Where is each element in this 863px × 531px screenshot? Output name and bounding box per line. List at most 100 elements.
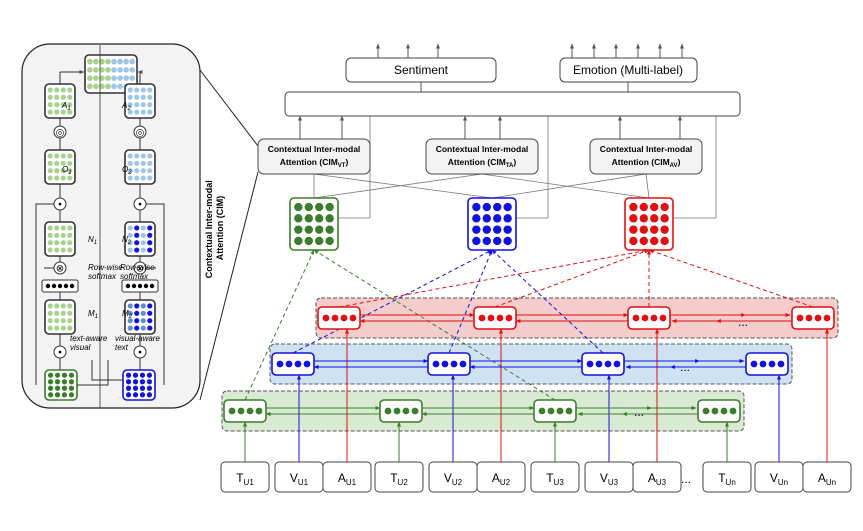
a2-matrix-dot (134, 87, 140, 93)
input-token-box (322, 461, 372, 493)
m2-matrix-dot (147, 325, 153, 331)
matrix-to-cim-line (645, 173, 650, 199)
text-band-cell-dot (702, 407, 710, 415)
text-band-cell-dot (228, 407, 236, 415)
text-matrix-dot (304, 202, 313, 212)
vector-dot (143, 283, 149, 289)
m2-matrix-dot (127, 318, 133, 324)
o2-matrix-dot (147, 168, 153, 174)
visual-band-cell-dot (441, 360, 449, 368)
text-band-lstm-cell (697, 399, 741, 423)
n2-matrix-dot (147, 232, 153, 238)
visual-matrix-dot (503, 214, 512, 223)
cim-detail-panel: ◎◎••⊗⊗•• A1 A2 O1 O2 N1 N2 M1 M2 Row-wis… (21, 43, 201, 409)
input-token-label: TUn (718, 471, 736, 487)
a2-matrix-dot (134, 94, 140, 100)
text-input-matrix-dot (47, 379, 54, 385)
sentiment-box (345, 57, 497, 83)
input-token-label: VU2 (444, 471, 463, 487)
emotion-label: Emotion (Multi-label) (573, 63, 683, 77)
a1-label: A1 (61, 101, 71, 112)
visual-band-cell-dot (759, 360, 767, 368)
gating-op-right-symbol: ◎ (136, 128, 145, 139)
cim-vt-box: Contextual Inter-modal Attention (CIMVT) (257, 138, 371, 175)
m2-matrix-dot (127, 303, 133, 309)
input-token-box (584, 461, 634, 493)
visual-matrix-dot (472, 225, 481, 234)
input-token-label: TU2 (390, 471, 408, 487)
visual-input-matrix-dot (132, 379, 139, 385)
text-band-cell-dot (720, 407, 728, 415)
a1-matrix-dot (54, 102, 60, 108)
visual-matrix-dot (482, 225, 491, 234)
o1-matrix-dot (47, 168, 53, 174)
input-token: TU3 (530, 461, 580, 493)
emotion-box (559, 57, 698, 83)
text-input-matrix-dot (68, 372, 75, 378)
cim-vt-line2: Attention (CIMVT) (280, 157, 349, 169)
n2-matrix-dot (134, 240, 140, 246)
a2-matrix-dot (140, 109, 146, 115)
concat-matrix-dot (105, 75, 111, 81)
text-input-matrix-dot (54, 392, 61, 398)
m1-matrix-dot (47, 303, 53, 309)
input-token-box (632, 461, 682, 493)
text-band-cell-frame (223, 399, 267, 423)
visual-matrix-dot (503, 202, 512, 212)
visual-input-matrix-dot (125, 379, 132, 385)
text-band-cell-dot (246, 407, 254, 415)
softmax-left-line2: softmax (88, 272, 117, 281)
visual-matrix-dot (503, 225, 512, 234)
a1-matrix-dot (54, 94, 60, 100)
a1-matrix-dot (60, 87, 66, 93)
visual-matrix-dot (482, 214, 491, 223)
o2-matrix-dot (140, 175, 146, 181)
vector-dot (45, 283, 51, 289)
visual-input-matrix-dot (132, 372, 139, 378)
o1-matrix-dot (67, 168, 73, 174)
input-token-label: TU3 (546, 471, 564, 487)
n2-matrix-dot (140, 232, 146, 238)
text-matrix-dot (294, 202, 303, 212)
m1-matrix (44, 299, 76, 335)
text-matrix (289, 197, 339, 251)
a2-matrix-dot (147, 102, 153, 108)
vector-dot (131, 283, 137, 289)
m2-label: M2 (122, 309, 133, 320)
a2-label: A2 (121, 101, 131, 112)
n1-matrix-dot (47, 225, 53, 231)
visual-matrix-dot (493, 225, 502, 234)
vector-dot (125, 283, 131, 289)
text-input-matrix-dot (47, 385, 54, 391)
o1-matrix-dot (47, 175, 53, 181)
n1-matrix-dot (60, 240, 66, 246)
visual-matrix-dot (472, 236, 481, 246)
audio-band-cell-dot (349, 314, 357, 322)
input-token: TU2 (374, 461, 424, 493)
visual-band-cell-dot (768, 360, 776, 368)
input-token-label: TU1 (236, 471, 254, 487)
ellipsis-red: ... (738, 315, 748, 329)
o1-matrix (44, 149, 76, 185)
m1-matrix-dot (60, 310, 66, 316)
skip-link-right (146, 203, 165, 385)
right-caption-line2: text (115, 343, 129, 352)
visual-matrix-dot (493, 202, 502, 212)
visual-band-lstm-cell (427, 352, 471, 376)
a2-matrix-dot (134, 109, 140, 115)
audio-band-cell-frame (317, 306, 361, 330)
o1-matrix-dot (47, 160, 53, 166)
text-band-cell-dot (711, 407, 719, 415)
a2-matrix-dot (147, 94, 153, 100)
audio-band-cell-dot (641, 314, 649, 322)
visual-input-matrix-dot (146, 385, 153, 391)
cim-ta-box: Contextual Inter-modal Attention (CIMTA) (425, 138, 539, 175)
text-band-cell-frame (379, 399, 423, 423)
text-matrix-dot (294, 214, 303, 223)
o2-matrix-dot (127, 168, 133, 174)
a2-matrix-dot (140, 102, 146, 108)
visual-band-cell-dot (613, 360, 621, 368)
concat-matrix (84, 54, 138, 94)
softmax-op-right-symbol: ⊗ (136, 264, 144, 275)
m2-matrix-dot (140, 310, 146, 316)
